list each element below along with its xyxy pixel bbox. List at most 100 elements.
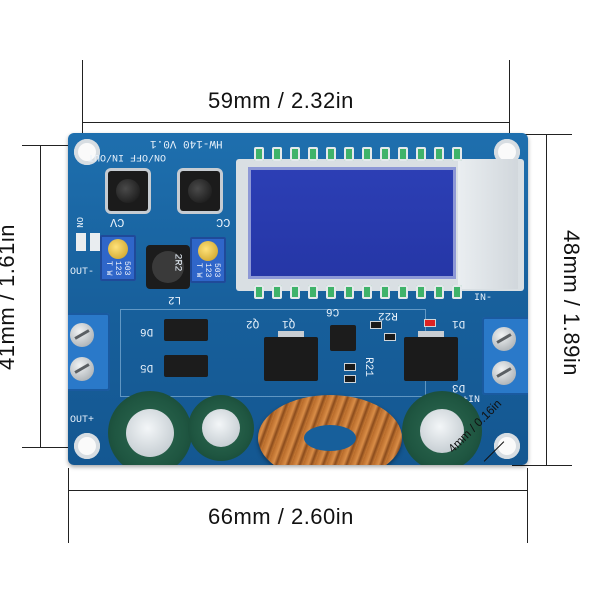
smd-led-red <box>424 319 436 327</box>
screw-icon <box>492 327 516 351</box>
led-indicator <box>76 233 86 251</box>
lcd-pin <box>434 147 444 161</box>
button-on-off[interactable] <box>108 171 148 211</box>
lcd-pin <box>272 147 282 161</box>
lcd-pin <box>416 285 426 299</box>
lcd-screen <box>248 167 456 279</box>
trimmer-knob <box>198 241 218 261</box>
smd-resistor <box>344 375 356 383</box>
lcd-pin <box>398 147 408 161</box>
lcd-pin <box>416 147 426 161</box>
lcd-pin <box>326 147 336 161</box>
lcd-pin <box>452 147 462 161</box>
lcd-pin <box>254 285 264 299</box>
lcd-pin <box>362 285 372 299</box>
silk-c6: C6 <box>326 305 340 317</box>
silk-in-minus: IN- <box>474 293 493 304</box>
lcd-pin <box>380 285 390 299</box>
dim-bottom-tick-left <box>68 468 69 543</box>
trimmer-label: 503 123 T W <box>104 261 131 276</box>
led-indicator <box>90 233 100 251</box>
lcd-pin <box>362 147 372 161</box>
pcb-board: HW-140 V0.1 ON/OFF IN/OUT CV CC ON OUT- … <box>68 133 528 465</box>
terminal-output[interactable] <box>68 313 110 391</box>
mosfet-q2 <box>264 331 318 381</box>
silk-buttons: ON/OFF IN/OUT <box>88 151 167 162</box>
silk-r21: R21 <box>361 357 374 377</box>
button-cap <box>116 179 140 203</box>
screw-icon <box>492 361 516 385</box>
dim-top-tick-left <box>82 60 83 135</box>
lcd-pin <box>308 147 318 161</box>
inductor-l2 <box>146 245 190 289</box>
capacitor-top <box>202 409 240 447</box>
lcd-pin <box>380 147 390 161</box>
ic-q1 <box>330 325 356 351</box>
capacitor-output-1 <box>108 391 192 465</box>
lcd-pin <box>452 285 462 299</box>
lcd-tab <box>458 159 518 289</box>
lcd-pin <box>434 285 444 299</box>
button-in-out[interactable] <box>180 171 220 211</box>
lcd-pin <box>398 285 408 299</box>
lcd-pin <box>290 285 300 299</box>
button-cap <box>188 179 212 203</box>
smd-resistor <box>370 321 382 329</box>
dim-top-tick-right <box>509 60 510 135</box>
trimmer-knob <box>108 239 128 259</box>
silk-d1: D1 <box>452 317 466 329</box>
silk-l2: L2 <box>168 293 182 305</box>
lcd-display <box>236 159 524 291</box>
dim-bottom-label: 66mm / 2.60in <box>208 504 354 529</box>
lcd-pin <box>290 147 300 161</box>
smd-resistor <box>344 363 356 371</box>
capacitor-input <box>402 391 482 465</box>
terminal-input[interactable] <box>482 317 528 395</box>
lcd-pin <box>308 285 318 299</box>
silk-in-plus: +IN <box>462 395 481 406</box>
dim-right-label: 48mm / 1.89in <box>559 230 584 376</box>
capacitor-output-2 <box>188 395 254 461</box>
dim-bottom-tick-right <box>527 468 528 543</box>
silk-d6: D6 <box>140 325 154 337</box>
dim-left-tick-bottom <box>22 447 82 448</box>
silk-cc: CC <box>216 215 231 229</box>
dim-top-label: 59mm / 2.32in <box>208 88 354 113</box>
toroid-inductor <box>258 395 402 465</box>
capacitor-top <box>126 409 174 457</box>
dim-right-tick-top <box>512 134 572 135</box>
dim-top-line <box>82 122 510 123</box>
silk-r22: R22 <box>378 309 398 321</box>
mosfet-d1 <box>404 331 458 381</box>
mount-hole-top-left <box>74 139 100 165</box>
silk-d5: D5 <box>140 361 154 373</box>
silk-q2: Q2 <box>246 317 260 329</box>
silk-out-plus: OUT+ <box>70 415 95 426</box>
diode-d6 <box>164 319 208 341</box>
dim-left-tick-top <box>22 145 82 146</box>
trimmer-label: 503 123 T W <box>194 263 221 278</box>
capacitor-top <box>420 409 464 453</box>
screw-icon <box>70 323 94 347</box>
dim-left-label: 41mm / 1.61in <box>0 224 19 370</box>
mosfet-tab <box>278 331 304 337</box>
mount-hole-bottom-left <box>74 433 100 459</box>
silk-cv: CV <box>110 215 125 229</box>
dim-right-line <box>546 134 547 466</box>
mosfet-tab <box>418 331 444 337</box>
dim-bottom-line <box>68 490 528 491</box>
silk-model: HW-140 V0.1 <box>150 137 223 149</box>
lcd-pin <box>344 285 354 299</box>
lcd-pin <box>344 147 354 161</box>
silk-q1: Q1 <box>282 317 296 329</box>
trimmer-cc[interactable]: 503 123 T W <box>190 237 226 283</box>
lcd-pin <box>254 147 264 161</box>
silk-out-minus: OUT- <box>70 267 95 278</box>
dim-right-tick-bottom <box>512 465 572 466</box>
lcd-pin <box>272 285 282 299</box>
smd-resistor <box>384 333 396 341</box>
silk-d3: D3 <box>452 381 466 393</box>
trimmer-cv[interactable]: 503 123 T W <box>100 235 136 281</box>
dim-left-line <box>40 145 41 448</box>
diode-d5 <box>164 355 208 377</box>
